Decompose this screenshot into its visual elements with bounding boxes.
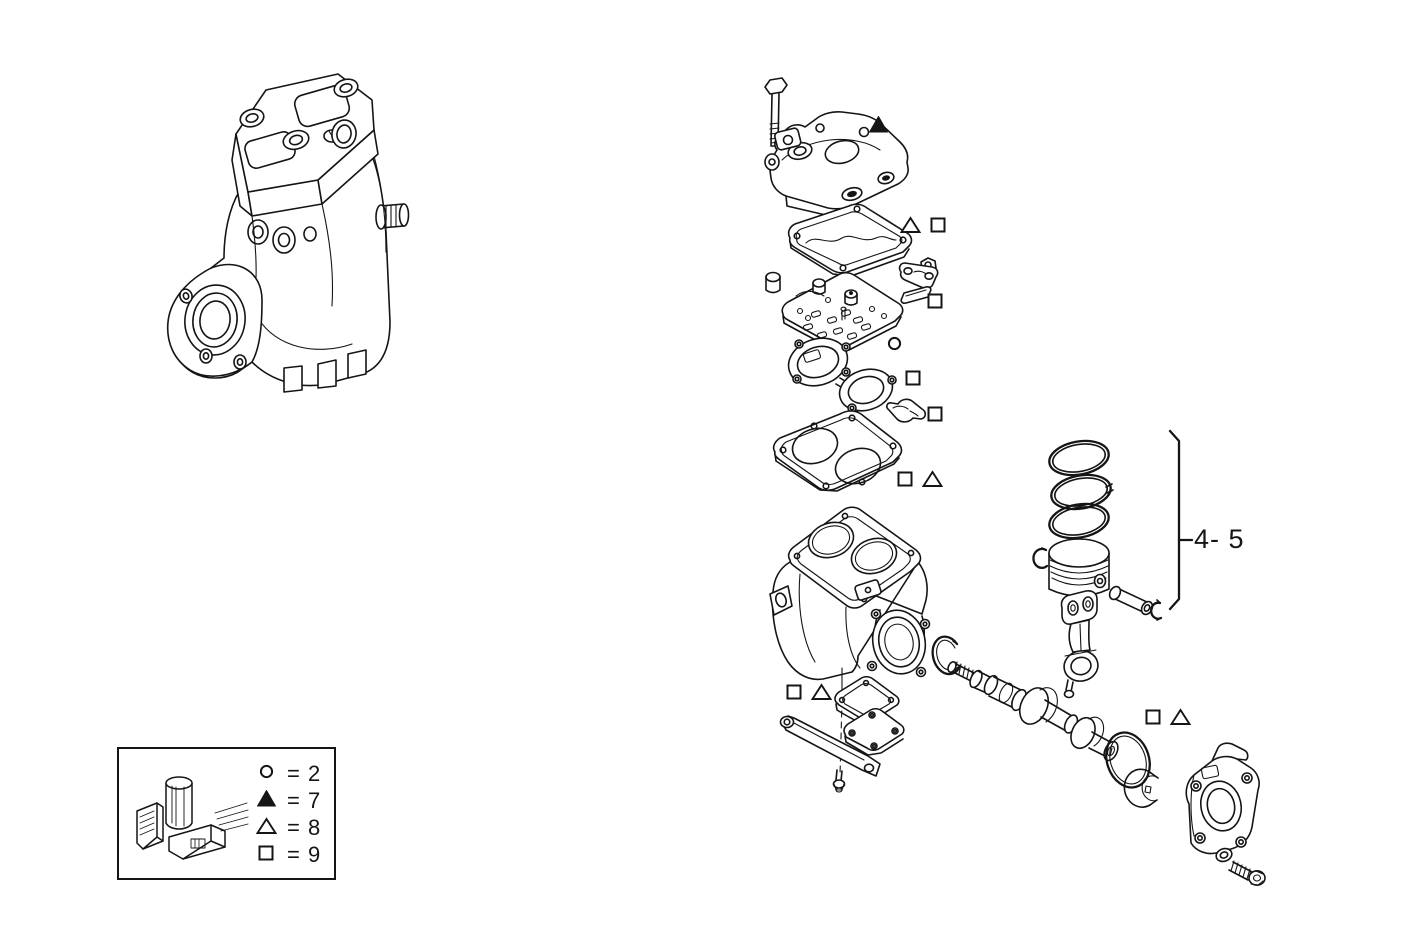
crankcase [769, 506, 931, 681]
legend-label-circle: = 2 [287, 761, 322, 786]
piston-rings [1048, 439, 1114, 540]
strip-gasket [900, 286, 932, 304]
cylinder-head-gasket [772, 410, 903, 492]
piston-pin-circlip-right [1149, 599, 1163, 621]
end-cover [1185, 742, 1260, 855]
legend-label-square: = 9 [287, 842, 322, 867]
packaging-icon [136, 776, 249, 860]
legend-label-filled-triangle: = 7 [287, 788, 322, 813]
base-bolt [832, 769, 846, 793]
cylinder-head [764, 111, 909, 217]
legend-row-square: = 9 [255, 842, 322, 867]
round-valve-gaskets [787, 337, 897, 413]
group-bracket-label: 4- 5 [1194, 524, 1245, 554]
valve-plate [781, 271, 904, 351]
legend-row-filled-triangle: = 7 [255, 788, 322, 813]
marker-square-icon [258, 845, 274, 866]
legend-row-open-triangle: = 8 [255, 815, 322, 840]
clamp-strap [898, 262, 939, 290]
connecting-rod [1060, 590, 1099, 699]
group-bracket [1168, 429, 1194, 611]
marker-filled-triangle-icon [256, 789, 276, 812]
assembled-compressor-illustration [166, 73, 410, 393]
marker-circle-icon [259, 764, 274, 784]
dowel-pin [765, 271, 781, 294]
piston-pin-circlip-left [1032, 547, 1049, 569]
base-plate [843, 707, 905, 756]
dogbone-gasket [886, 398, 927, 423]
crankshaft [947, 661, 1119, 762]
upper-head-gasket [787, 203, 913, 277]
bearing-shell [1123, 768, 1159, 808]
marker-open-triangle-icon [255, 816, 277, 840]
piston [1048, 538, 1110, 597]
legend-box: = 2 = 7 = 8 = 9 [117, 747, 336, 880]
support-rod [779, 715, 881, 777]
exploded-view [764, 77, 1266, 886]
wrist-pin [1108, 585, 1154, 616]
legend-rows: = 2 = 7 = 8 = 9 [255, 761, 322, 867]
end-bolt [1228, 860, 1266, 886]
o-ring-seal [1105, 731, 1151, 789]
washer [1215, 847, 1233, 863]
legend-label-open-triangle: = 8 [287, 815, 322, 840]
legend-row-circle: = 2 [255, 761, 322, 786]
